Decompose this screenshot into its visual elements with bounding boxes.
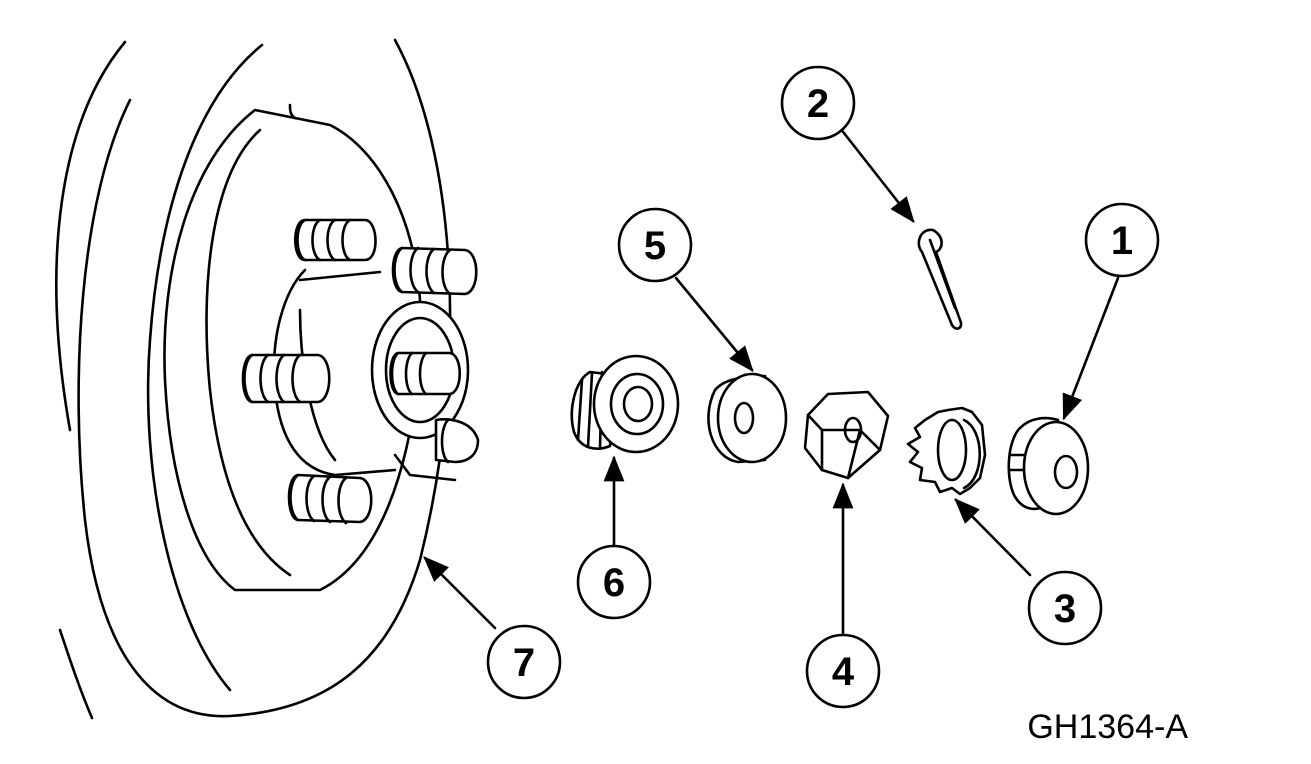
callout-7: 7 bbox=[486, 624, 562, 700]
callout-6: 6 bbox=[576, 544, 652, 620]
rotor-hub-assembly bbox=[55, 38, 480, 720]
leader-1 bbox=[1062, 276, 1120, 421]
callout-2: 2 bbox=[780, 65, 856, 141]
leader-3 bbox=[954, 498, 1032, 577]
leader-2 bbox=[838, 126, 915, 224]
svg-text:6: 6 bbox=[603, 561, 625, 605]
part-3-nut-retainer bbox=[906, 406, 987, 496]
part-2-cotter-pin bbox=[917, 228, 963, 330]
callout-1: 1 bbox=[1084, 202, 1160, 278]
wheel-stud-lower-right bbox=[434, 418, 480, 464]
leader-7 bbox=[423, 556, 497, 630]
part-4-hex-nut bbox=[803, 390, 890, 480]
wheel-stud-top-right bbox=[391, 246, 478, 296]
wheel-stud-middle-left bbox=[241, 353, 331, 404]
wheel-stud-top-left bbox=[294, 218, 377, 262]
callout-4: 4 bbox=[805, 633, 881, 709]
part-6-bearing bbox=[570, 354, 680, 454]
figure-id: GH1364-A bbox=[1027, 708, 1188, 746]
svg-text:4: 4 bbox=[832, 650, 855, 694]
svg-text:1: 1 bbox=[1111, 219, 1133, 263]
wheel-stud-bottom bbox=[287, 473, 373, 525]
part-1-grease-cap bbox=[1007, 416, 1090, 516]
callout-3: 3 bbox=[1027, 570, 1103, 646]
svg-text:3: 3 bbox=[1054, 587, 1076, 631]
leader-lines bbox=[423, 126, 1120, 637]
svg-text:7: 7 bbox=[513, 641, 535, 685]
leader-5 bbox=[674, 276, 754, 373]
svg-text:2: 2 bbox=[807, 82, 829, 126]
wheel-stud-center bbox=[389, 351, 462, 396]
callout-5: 5 bbox=[617, 207, 693, 283]
part-5-washer bbox=[707, 372, 788, 464]
svg-text:5: 5 bbox=[644, 224, 666, 268]
